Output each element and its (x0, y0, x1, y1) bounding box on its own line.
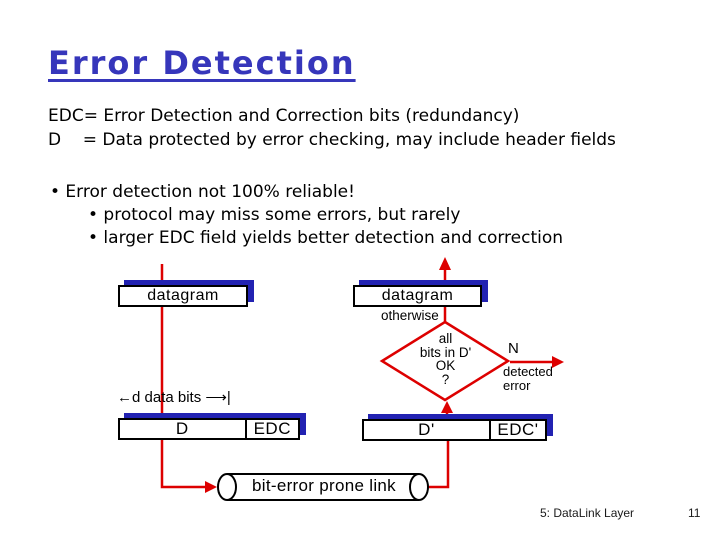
receiver-datagram-box: datagram (353, 280, 488, 307)
decision-line-1: all (438, 331, 453, 346)
intro-line-edc: EDC= Error Detection and Correction bits… (48, 106, 520, 126)
sender-frame-box: D EDC (118, 413, 306, 440)
footer-section: 5: DataLink Layer (540, 506, 635, 520)
d-data-bits-label: ←d data bits ⟶| (117, 389, 231, 406)
decision-text: all bits in D' OK ? (383, 332, 508, 386)
decision-diamond (379, 320, 511, 402)
red-arrowheads (205, 257, 564, 493)
otherwise-label: otherwise (381, 308, 439, 323)
bullet-sub-2: • larger EDC field yields better detecti… (88, 228, 564, 248)
cylinder-left-cap (217, 473, 237, 501)
receiver-data-field: D' (418, 420, 435, 439)
sender-datagram-label: datagram (147, 287, 219, 304)
cylinder-right-cap (409, 473, 429, 501)
receiver-datagram-label: datagram (381, 287, 454, 304)
arrowhead-up-datagram (439, 257, 451, 270)
arrowhead-into-link (205, 481, 217, 493)
page-title: Error Detection (48, 44, 356, 82)
bullet-list: • Error detection not 100% reliable! • p… (50, 180, 563, 250)
decision-line-2: bits in D' (419, 344, 472, 360)
cylinder-body (227, 474, 419, 500)
detected-line-2: error (503, 377, 531, 393)
sender-flow-line (160, 264, 210, 489)
link-label: bit-error prone link (252, 476, 396, 495)
arrowhead-up-diamond (441, 401, 453, 413)
sender-datagram-box: datagram (118, 280, 254, 307)
link-cylinder (217, 473, 429, 501)
link-to-receiver-line (427, 441, 450, 489)
bullet-main: • Error detection not 100% reliable! (50, 182, 355, 202)
footer-page-number: 11 (688, 506, 701, 520)
receiver-frame-box: D' EDC' (362, 414, 553, 441)
sender-edc-field: EDC (244, 419, 298, 438)
intro-text: EDC= Error Detection and Correction bits… (48, 104, 616, 152)
decision-line-3: OK (435, 358, 456, 373)
sender-data-field: D (175, 419, 189, 438)
receiver-edc-field: EDC' (488, 420, 545, 439)
bullet-sub-1: • protocol may miss some errors, but rar… (88, 205, 461, 225)
arrowhead-no-branch (552, 356, 564, 368)
intro-line-d: D = Data protected by error checking, ma… (48, 130, 616, 150)
decision-line-4: ? (441, 371, 450, 387)
detected-line-1: detected (503, 364, 553, 379)
detected-error-label: detected error (503, 365, 553, 392)
no-branch-label: N (508, 340, 519, 357)
